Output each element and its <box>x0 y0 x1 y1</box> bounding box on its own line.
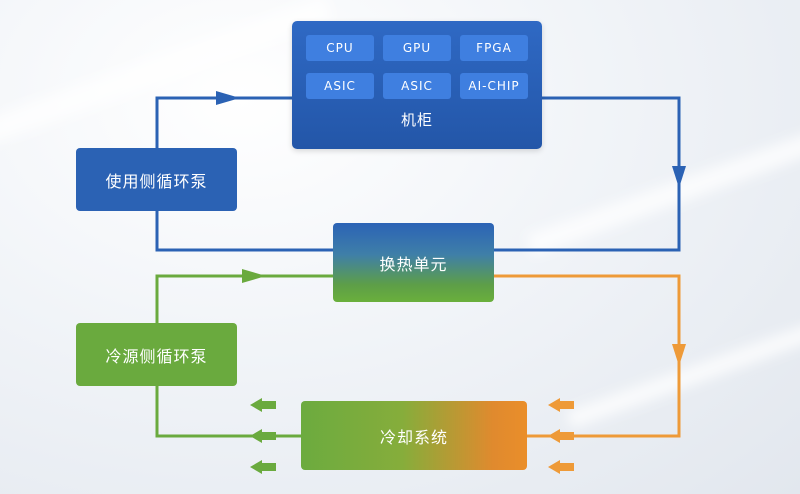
cold-side-pump: 冷源侧循环泵 <box>76 323 237 386</box>
double-chevron-icon <box>250 398 276 474</box>
arrow-icon <box>216 91 240 105</box>
chip-gpu: GPU <box>383 35 451 61</box>
arrow-icon <box>672 344 686 366</box>
heat-exchange-unit: 换热单元 <box>333 223 494 302</box>
secondary-loop-line <box>155 274 333 323</box>
chip-fpga: FPGA <box>460 35 528 61</box>
chip-ai: AI-CHIP <box>460 73 528 99</box>
arrow-icon <box>242 269 266 283</box>
chip-asic: ASIC <box>306 73 374 99</box>
primary-loop-line <box>155 96 292 148</box>
use-side-pump: 使用侧循环泵 <box>76 148 237 211</box>
chip-cpu: CPU <box>306 35 374 61</box>
cooling-system: 冷却系统 <box>301 401 527 470</box>
cabinet-box: CPU GPU FPGA ASIC ASIC AI-CHIP 机柜 <box>292 21 542 149</box>
primary-loop-line <box>155 211 333 252</box>
cabinet-label: 机柜 <box>400 111 433 129</box>
secondary-loop-line <box>155 386 301 438</box>
double-chevron-icon <box>548 398 574 474</box>
chip-asic: ASIC <box>383 73 451 99</box>
arrow-icon <box>672 166 686 188</box>
